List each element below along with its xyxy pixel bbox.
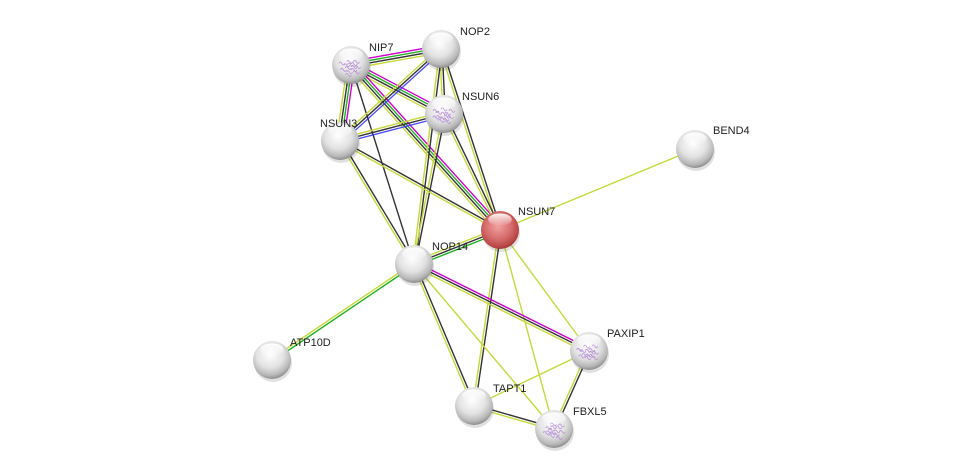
edge-nsun7-tapt1[interactable] bbox=[472, 229, 502, 407]
edge-evidence-textmining bbox=[439, 49, 500, 231]
node-label-nsun6: NSUN6 bbox=[462, 91, 499, 103]
edge-evidence-textmining bbox=[499, 148, 696, 231]
node-label-paxip1: PAXIP1 bbox=[607, 328, 645, 340]
edge-evidence-textmining bbox=[499, 229, 555, 430]
node-label-nop14: NOP14 bbox=[432, 241, 468, 253]
edge-evidence-coexp_green bbox=[272, 264, 416, 362]
edge-nop14-tapt1[interactable] bbox=[412, 263, 476, 407]
node-highlight bbox=[260, 343, 284, 356]
edge-nsun7-fbxl5[interactable] bbox=[499, 229, 555, 430]
edge-evidence-textmining bbox=[473, 350, 590, 407]
edge-evidence-coexpression bbox=[441, 48, 502, 230]
node-highlight bbox=[542, 412, 566, 425]
edge-nsun7-bend4[interactable] bbox=[499, 148, 696, 231]
edge-nop14-fbxl5[interactable] bbox=[413, 263, 555, 430]
edge-evidence-coexpression bbox=[340, 139, 501, 230]
protein-structure-icon bbox=[338, 59, 362, 77]
node-paxip1[interactable]: PAXIP1 bbox=[570, 328, 645, 373]
node-highlight bbox=[462, 389, 486, 402]
edge-nip7-nsun7[interactable] bbox=[347, 62, 504, 233]
node-nop14[interactable]: NOP14 bbox=[395, 241, 468, 286]
edge-evidence-textmining bbox=[412, 265, 589, 354]
edge-nop2-nsun7[interactable] bbox=[439, 48, 502, 231]
edge-evidence-textmining bbox=[338, 141, 414, 265]
edge-nop14-atp10d[interactable] bbox=[270, 262, 416, 362]
edge-evidence-coexpression bbox=[340, 140, 416, 264]
edge-evidence-textmining bbox=[412, 264, 474, 407]
edge-evidence-coexpression bbox=[350, 64, 415, 265]
edge-evidence-coexpression bbox=[349, 65, 500, 232]
edge-evidence-coexp_green bbox=[351, 63, 502, 230]
node-label-atp10d: ATP10D bbox=[290, 337, 331, 349]
edge-evidence-databases bbox=[341, 50, 444, 144]
edge-evidence-textmining bbox=[413, 263, 555, 430]
edge-evidence-coexpression bbox=[413, 263, 590, 352]
edge-evidence-textmining bbox=[339, 141, 500, 232]
edge-nsun3-nsun7[interactable] bbox=[339, 139, 501, 232]
node-fbxl5[interactable]: FBXL5 bbox=[535, 406, 607, 451]
node-nsun7[interactable]: NSUN7 bbox=[481, 206, 555, 252]
node-nip7[interactable]: NIP7 bbox=[332, 42, 393, 87]
edge-evidence-textmining bbox=[337, 46, 440, 140]
node-highlight bbox=[402, 247, 426, 260]
node-atp10d[interactable]: ATP10D bbox=[253, 337, 331, 382]
edge-paxip1-tapt1[interactable] bbox=[473, 350, 590, 407]
node-label-tapt1: TAPT1 bbox=[493, 383, 526, 395]
node-highlight bbox=[328, 124, 352, 137]
edge-nop2-nsun3[interactable] bbox=[337, 46, 444, 144]
node-bend4[interactable]: BEND4 bbox=[676, 125, 750, 171]
node-highlight bbox=[577, 334, 601, 347]
node-highlight bbox=[429, 32, 453, 45]
node-tapt1[interactable]: TAPT1 bbox=[455, 383, 526, 428]
node-label-bend4: BEND4 bbox=[713, 125, 750, 137]
edge-evidence-textmining bbox=[499, 229, 590, 352]
protein-structure-icon bbox=[576, 344, 599, 361]
node-highlight bbox=[339, 48, 363, 61]
protein-structure-icon bbox=[542, 422, 566, 440]
edge-evidence-textmining bbox=[472, 229, 500, 406]
node-highlight bbox=[488, 213, 512, 226]
protein-structure-icon bbox=[432, 107, 456, 125]
edge-evidence-textmining bbox=[270, 262, 414, 360]
node-label-fbxl5: FBXL5 bbox=[573, 406, 607, 418]
edge-nip7-nop14[interactable] bbox=[350, 64, 415, 265]
edge-nop14-paxip1[interactable] bbox=[412, 261, 591, 354]
node-highlight bbox=[432, 97, 456, 110]
edge-nsun7-paxip1[interactable] bbox=[499, 229, 590, 352]
edge-evidence-coexpression bbox=[474, 230, 502, 407]
edge-evidence-textmining bbox=[442, 114, 500, 231]
node-label-nsun3: NSUN3 bbox=[320, 118, 357, 130]
edge-evidence-experiments bbox=[414, 261, 591, 350]
edge-evidence-coexpression bbox=[444, 113, 502, 230]
edge-evidence-coexpression bbox=[414, 263, 476, 406]
node-nsun6[interactable]: NSUN6 bbox=[425, 91, 499, 136]
node-label-nsun7: NSUN7 bbox=[518, 206, 555, 218]
edge-nsun3-nop14[interactable] bbox=[338, 140, 416, 265]
edge-evidence-textmining bbox=[347, 66, 498, 233]
node-highlight bbox=[683, 132, 707, 145]
node-nsun3[interactable]: NSUN3 bbox=[320, 118, 360, 163]
node-nop2[interactable]: NOP2 bbox=[422, 26, 490, 71]
edge-evidence-textmining bbox=[412, 48, 441, 264]
edge-evidence-coexpression bbox=[339, 48, 442, 142]
edge-nsun6-nsun7[interactable] bbox=[442, 113, 502, 231]
node-label-nip7: NIP7 bbox=[369, 42, 393, 54]
node-label-nop2: NOP2 bbox=[460, 26, 490, 38]
